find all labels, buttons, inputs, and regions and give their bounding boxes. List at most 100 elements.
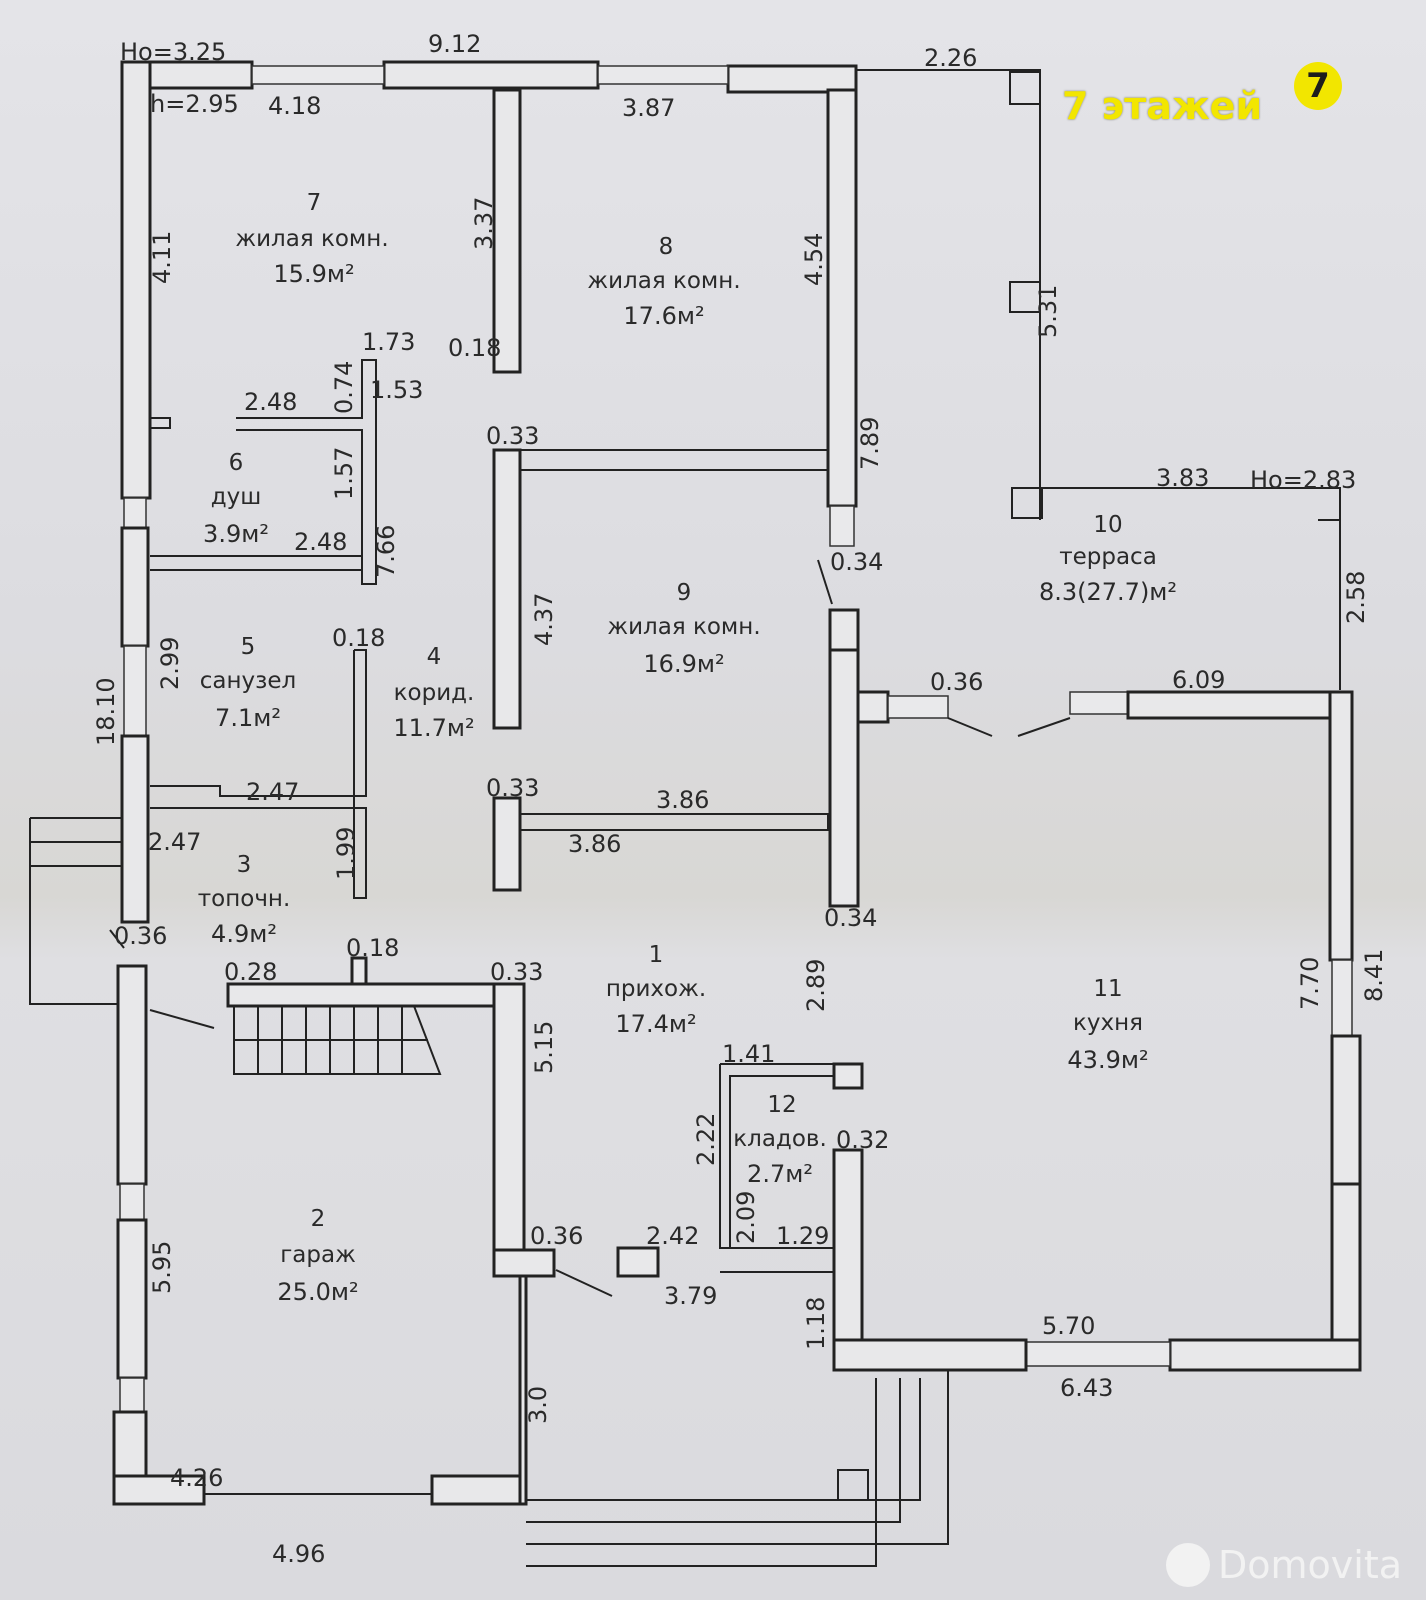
stair-post bbox=[350, 956, 368, 986]
dim-2-48-a: 2.48 bbox=[244, 388, 297, 416]
dim-6-43: 6.43 bbox=[1060, 1374, 1113, 1402]
dim-0-18-a: 0.18 bbox=[448, 334, 501, 362]
wall-left-3 bbox=[120, 734, 150, 924]
wall-pantry-right bbox=[832, 1148, 864, 1342]
door-swing-3 bbox=[555, 1269, 613, 1297]
window-top-2 bbox=[597, 65, 729, 85]
wall-left-garage-2 bbox=[116, 1218, 148, 1380]
dim-18-10: 18.10 bbox=[92, 677, 120, 746]
window-kitchen-bottom bbox=[1025, 1341, 1171, 1367]
wall-garage-right-lower bbox=[518, 1274, 528, 1506]
dim-2-26: 2.26 bbox=[924, 44, 977, 72]
room-5-number: 5 bbox=[241, 634, 256, 660]
wall-room9-nib bbox=[856, 690, 890, 724]
dim-1-53: 1.53 bbox=[370, 376, 423, 404]
room-6-number: 6 bbox=[229, 450, 244, 476]
dim-2-58: 2.58 bbox=[1342, 571, 1370, 624]
dim-4-54: 4.54 bbox=[800, 233, 828, 286]
wall-top-middle bbox=[382, 60, 600, 90]
room-9-name: жилая комн. bbox=[607, 614, 760, 640]
porch-step-3 bbox=[526, 1370, 949, 1545]
room-7-name: жилая комн. bbox=[235, 226, 388, 252]
door-swing-1 bbox=[947, 717, 993, 737]
dim-4-11: 4.11 bbox=[148, 231, 176, 284]
wall-pantry-bottom bbox=[720, 1247, 835, 1273]
room-11-area: 43.9м² bbox=[1067, 1046, 1148, 1074]
wall-kitchen-top bbox=[1126, 690, 1352, 720]
dim-0-18-b: 0.18 bbox=[332, 624, 385, 652]
porch-step-1 bbox=[526, 1378, 921, 1501]
dim-5-95: 5.95 bbox=[148, 1241, 176, 1294]
wall-bottom-garage-left bbox=[112, 1474, 206, 1506]
door-swing-2 bbox=[1017, 717, 1071, 737]
dim-5-15: 5.15 bbox=[530, 1021, 558, 1074]
room-2-area: 25.0м² bbox=[277, 1278, 358, 1306]
room-1-name: прихож. bbox=[606, 976, 706, 1002]
wall-kitchen-bottom-right bbox=[1168, 1338, 1362, 1372]
door-swing-5 bbox=[109, 929, 125, 949]
room-12-area: 2.7м² bbox=[747, 1160, 813, 1188]
dim-2-47-a: 2.47 bbox=[246, 778, 299, 806]
wall-garage-right-nib bbox=[492, 1248, 556, 1278]
dim-3-0: 3.0 bbox=[524, 1386, 552, 1424]
dim-0-33-b: 0.33 bbox=[486, 774, 539, 802]
wall-garage-right-upper bbox=[492, 982, 526, 1252]
room-11-name: кухня bbox=[1073, 1010, 1143, 1036]
window-kitchen-door-1 bbox=[887, 695, 949, 719]
dim-5-70: 5.70 bbox=[1042, 1312, 1095, 1340]
stair-top-wall bbox=[226, 982, 496, 1008]
wall-shower-bottom bbox=[150, 555, 363, 571]
dim-0-33-c: 0.33 bbox=[490, 958, 543, 986]
dim-0-74: 0.74 bbox=[330, 361, 358, 414]
wall-room9-right-1 bbox=[828, 608, 860, 652]
dim-7-89: 7.89 bbox=[856, 417, 884, 470]
door-swing-6 bbox=[817, 559, 833, 605]
window-top-1 bbox=[251, 65, 385, 85]
window-left-3 bbox=[119, 1183, 145, 1221]
room-3-name: топочн. bbox=[198, 886, 291, 912]
dim-0-34-b: 0.34 bbox=[824, 904, 877, 932]
room-10-number: 10 bbox=[1093, 512, 1122, 538]
wall-left-garage-1 bbox=[116, 964, 148, 1186]
domovita-watermark: Domovita bbox=[1166, 1540, 1402, 1590]
dim-3-79: 3.79 bbox=[664, 1282, 717, 1310]
window-left-1 bbox=[123, 497, 147, 529]
dim-2-47-b: 2.47 bbox=[148, 828, 201, 856]
walls bbox=[29, 60, 1362, 1567]
room-6-area: 3.9м² bbox=[203, 520, 269, 548]
window-left-2 bbox=[123, 645, 147, 737]
room-5-area: 7.1м² bbox=[215, 704, 281, 732]
terrace-line bbox=[1040, 487, 1341, 521]
seven-logo-icon: 7 bbox=[1294, 62, 1342, 110]
wall-hall-nib bbox=[616, 1246, 660, 1278]
wall-left-upper bbox=[120, 60, 152, 500]
staircase bbox=[233, 1005, 442, 1075]
dim-4-26: 4.26 bbox=[170, 1464, 223, 1492]
terrace-post-2 bbox=[1009, 281, 1041, 313]
window-kitchen-door-2 bbox=[1069, 691, 1129, 715]
room-12-number: 12 bbox=[767, 1092, 796, 1118]
terrace-post-1 bbox=[1009, 71, 1041, 105]
dim-0-28: 0.28 bbox=[224, 958, 277, 986]
room-10-name: терраса bbox=[1059, 544, 1157, 570]
room-12-name: кладов. bbox=[733, 1126, 827, 1152]
dim-7-66: 7.66 bbox=[372, 525, 400, 578]
room-8-number: 8 bbox=[659, 234, 674, 260]
wall-bottom-garage-right bbox=[430, 1474, 526, 1506]
porch-step-4 bbox=[526, 1378, 877, 1567]
domovita-watermark-text: Domovita bbox=[1218, 1543, 1403, 1587]
dim-3-87: 3.87 bbox=[622, 94, 675, 122]
wall-shower-left-nib bbox=[150, 417, 171, 429]
dimensions: Hо=3.25 9.12 2.26 h=2.95 4.18 3.87 4.11 … bbox=[92, 30, 1388, 1568]
dim-0-36-a: 0.36 bbox=[930, 668, 983, 696]
room-8-area: 17.6м² bbox=[623, 302, 704, 330]
wall-boiler-right bbox=[353, 807, 367, 899]
pantry-post bbox=[832, 1062, 864, 1090]
dim-4-96: 4.96 bbox=[272, 1540, 325, 1568]
dim-2-48-b: 2.48 bbox=[294, 528, 347, 556]
dim-0-32: 0.32 bbox=[836, 1126, 889, 1154]
dim-height-outer: Hо=3.25 bbox=[120, 38, 226, 66]
room-2-number: 2 bbox=[311, 1206, 326, 1232]
dim-2-09: 2.09 bbox=[732, 1191, 760, 1244]
